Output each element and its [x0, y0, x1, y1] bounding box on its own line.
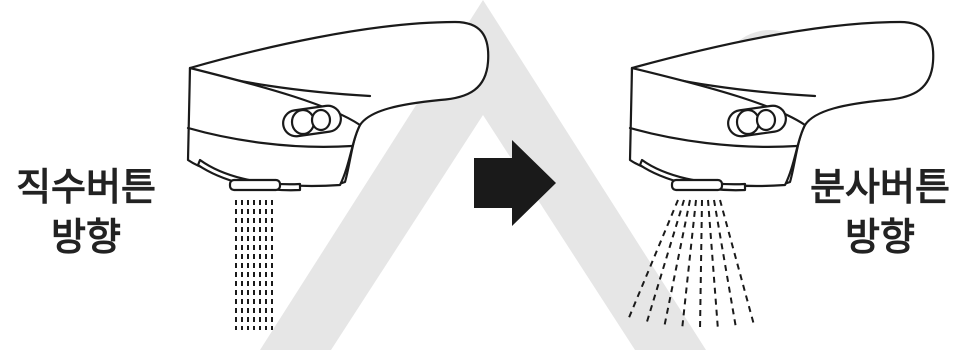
toggle-knob-left-a: [290, 108, 316, 136]
nozzle-ring-left: [228, 178, 282, 192]
watermark-house-outline: [260, 0, 706, 350]
water-stream-straight: [235, 200, 273, 330]
toggle-knob-right-b: [755, 108, 777, 132]
shower-head-left: [186, 20, 490, 192]
toggle-knob-left-b: [310, 108, 332, 132]
label-direct-direction: 방향: [51, 215, 121, 259]
right-arrow-icon: [474, 140, 556, 226]
nozzle-ring-right: [670, 178, 724, 192]
label-direct-button: 직수버튼: [16, 165, 156, 209]
label-spray-button: 분사버튼: [810, 165, 950, 209]
toggle-knob-right-a: [735, 108, 761, 136]
shower-head-right: [628, 20, 935, 192]
shower-band-left: [186, 126, 354, 148]
shower-band-right: [628, 126, 799, 148]
label-spray-direction: 방향: [845, 215, 915, 259]
